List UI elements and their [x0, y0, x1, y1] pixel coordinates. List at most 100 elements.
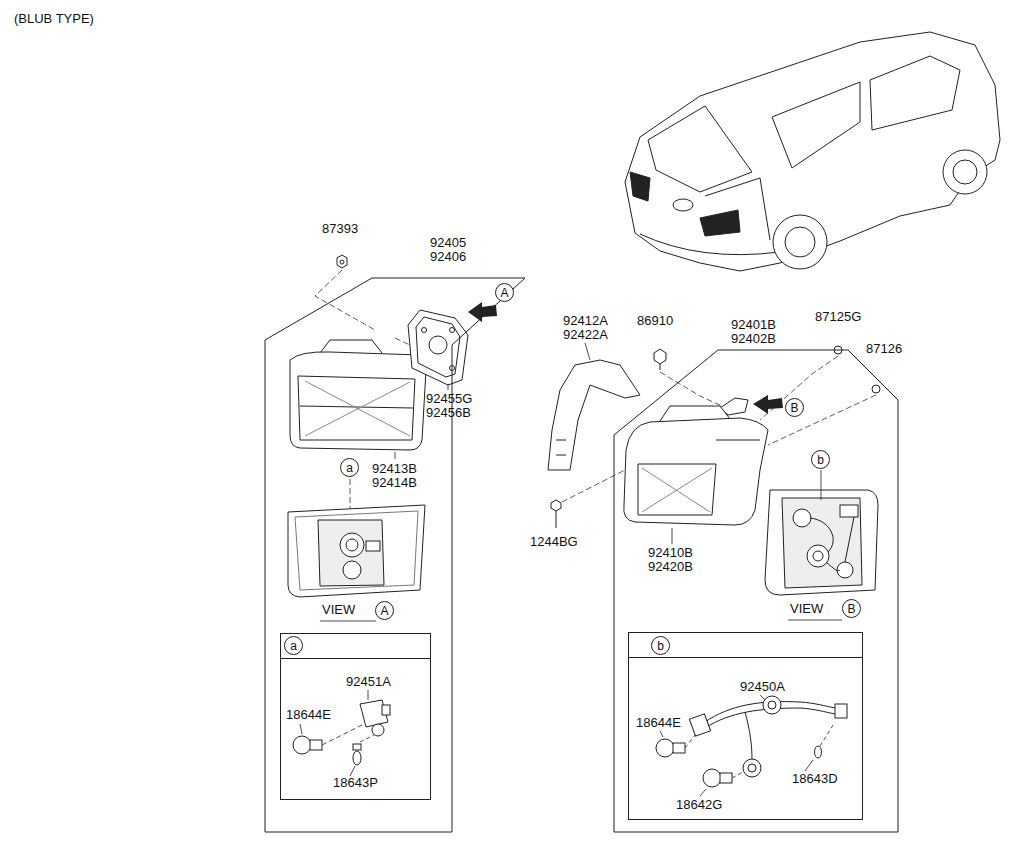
- callout-number: 1244BG: [530, 535, 578, 549]
- callout-number: 87126: [866, 342, 902, 356]
- inner-lamp-rear-view: [366, 541, 380, 551]
- socket-and-bulbs: [353, 751, 361, 765]
- callout-number: VIEW: [322, 603, 355, 617]
- vehicle-sketch: [870, 56, 960, 130]
- garnish: [556, 440, 566, 455]
- callout-number: 92450A: [740, 680, 785, 694]
- callout-number: 92412A: [563, 314, 608, 328]
- vehicle-sketch: [773, 215, 827, 269]
- callout-number: 92422A: [563, 328, 608, 342]
- leader-line: [805, 760, 813, 771]
- inner-lamp: [298, 376, 415, 440]
- vehicle-sketch: [785, 227, 815, 257]
- gasket: [450, 328, 455, 333]
- fastener: [654, 349, 666, 364]
- leader-line: [821, 470, 822, 500]
- outer-lamp: [716, 440, 760, 441]
- dashed-leader: [768, 395, 876, 445]
- dashed-leader: [562, 470, 625, 502]
- gasket: [408, 310, 468, 385]
- leader-line: [700, 789, 706, 796]
- socket-and-bulbs: [360, 735, 374, 742]
- callout-number: 18644E: [636, 716, 681, 730]
- view-marker: A: [495, 283, 514, 302]
- outer-lamp: [638, 464, 716, 515]
- leader-line: [585, 343, 842, 796]
- vehicle-sketch: [640, 234, 780, 255]
- lamp-location: [630, 172, 650, 201]
- outer-lamp: [642, 468, 712, 512]
- dashed-leader: [660, 372, 722, 406]
- leader-line: [672, 528, 673, 544]
- leader-line: [760, 695, 765, 700]
- outer-lamp: [624, 406, 768, 525]
- inner-lamp-rear-view: [346, 539, 358, 551]
- view-marker: B: [785, 398, 804, 417]
- socket-and-bulbs: [322, 725, 362, 745]
- wiring-harness: [656, 696, 847, 787]
- group-outline-shape: [614, 350, 898, 832]
- wiring-harness: [703, 769, 721, 787]
- socket-and-bulbs: [353, 744, 361, 750]
- wiring-harness: [673, 743, 685, 753]
- outer-lamp-rear-view: [782, 498, 862, 588]
- header-rule: [281, 634, 430, 659]
- leader-line: [395, 452, 396, 459]
- socket-and-bulbs: [293, 736, 311, 754]
- fastener: [556, 511, 557, 528]
- gasket: [408, 310, 468, 385]
- fastener: [337, 255, 347, 268]
- gasket: [416, 317, 460, 377]
- inner-lamp: [290, 352, 426, 450]
- callout-number: 87125G: [815, 310, 861, 324]
- view-arrow: [753, 395, 783, 414]
- lamp-location: [700, 210, 740, 236]
- leader-line: [368, 690, 369, 700]
- outer-lamp-rear-view: [840, 505, 858, 517]
- vehicle-sketch: [625, 32, 1000, 271]
- gasket: [429, 336, 447, 354]
- group-outline-shape: [265, 228, 527, 833]
- inner-lamp-rear-view: [343, 561, 361, 579]
- assembly-number: 92401B 92402B: [731, 318, 776, 346]
- outer-lamp-rear-view: [807, 545, 829, 567]
- view-marker: B: [842, 599, 861, 618]
- outer-lamp: [624, 418, 768, 525]
- leader-line: [585, 343, 590, 360]
- view-arrow: [468, 302, 497, 322]
- leader-line: [300, 724, 302, 734]
- fastener: [337, 255, 347, 268]
- leader-line: [660, 731, 663, 737]
- inner-lamp-rear-view: [340, 533, 364, 557]
- socket-and-bulbs: [382, 705, 390, 715]
- callout-number: 18643D: [792, 772, 838, 786]
- leader-line: [448, 384, 449, 390]
- wiring-harness: [815, 746, 822, 758]
- callout-number: 92413B: [372, 462, 417, 476]
- callout-number: 92410B: [648, 546, 693, 560]
- view-marker: b: [811, 450, 830, 469]
- group-outline-shape: [265, 278, 525, 832]
- callout-number: 92414B: [372, 476, 417, 490]
- socket-and-bulbs: [372, 724, 384, 736]
- wiring-harness: [685, 735, 695, 748]
- group-outline: a92405 92406: [265, 228, 527, 833]
- fastener: [872, 385, 880, 393]
- view-arrow: [468, 302, 497, 322]
- outer-lamp-rear-view: [765, 490, 878, 595]
- leader-line: [350, 766, 355, 776]
- vehicle-sketch: [943, 150, 987, 194]
- outer-lamp-rear-view: [765, 490, 878, 595]
- outer-lamp-rear-view: [810, 512, 855, 571]
- dashed-leader: [760, 356, 838, 420]
- fastener: [340, 260, 344, 264]
- inner-lamp-rear-view: [295, 511, 418, 590]
- inner-lamp: [320, 340, 382, 353]
- dashed-leader: [395, 338, 410, 345]
- view-marker: a: [340, 458, 359, 477]
- callout-number: 18642G: [676, 798, 722, 812]
- callout-number: 92451A: [346, 675, 391, 689]
